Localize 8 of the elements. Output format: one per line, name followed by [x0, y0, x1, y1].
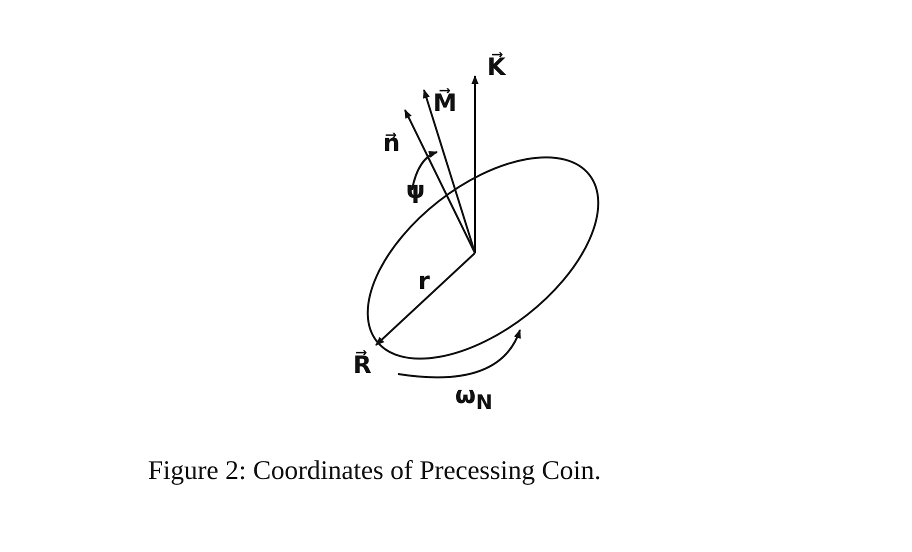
- angular-speed-label: ω$_{N}$: [455, 380, 493, 415]
- vector-label: n⃗: [383, 128, 400, 159]
- vector-label: R⃗: [353, 350, 372, 381]
- radius-label: r: [418, 266, 430, 297]
- vector-label: K⃗: [487, 52, 506, 83]
- figure-caption: Figure 2: Coordinates of Precessing Coin.: [148, 455, 601, 486]
- vector-label: M⃗: [433, 88, 457, 119]
- angle-label: ψ: [406, 175, 426, 206]
